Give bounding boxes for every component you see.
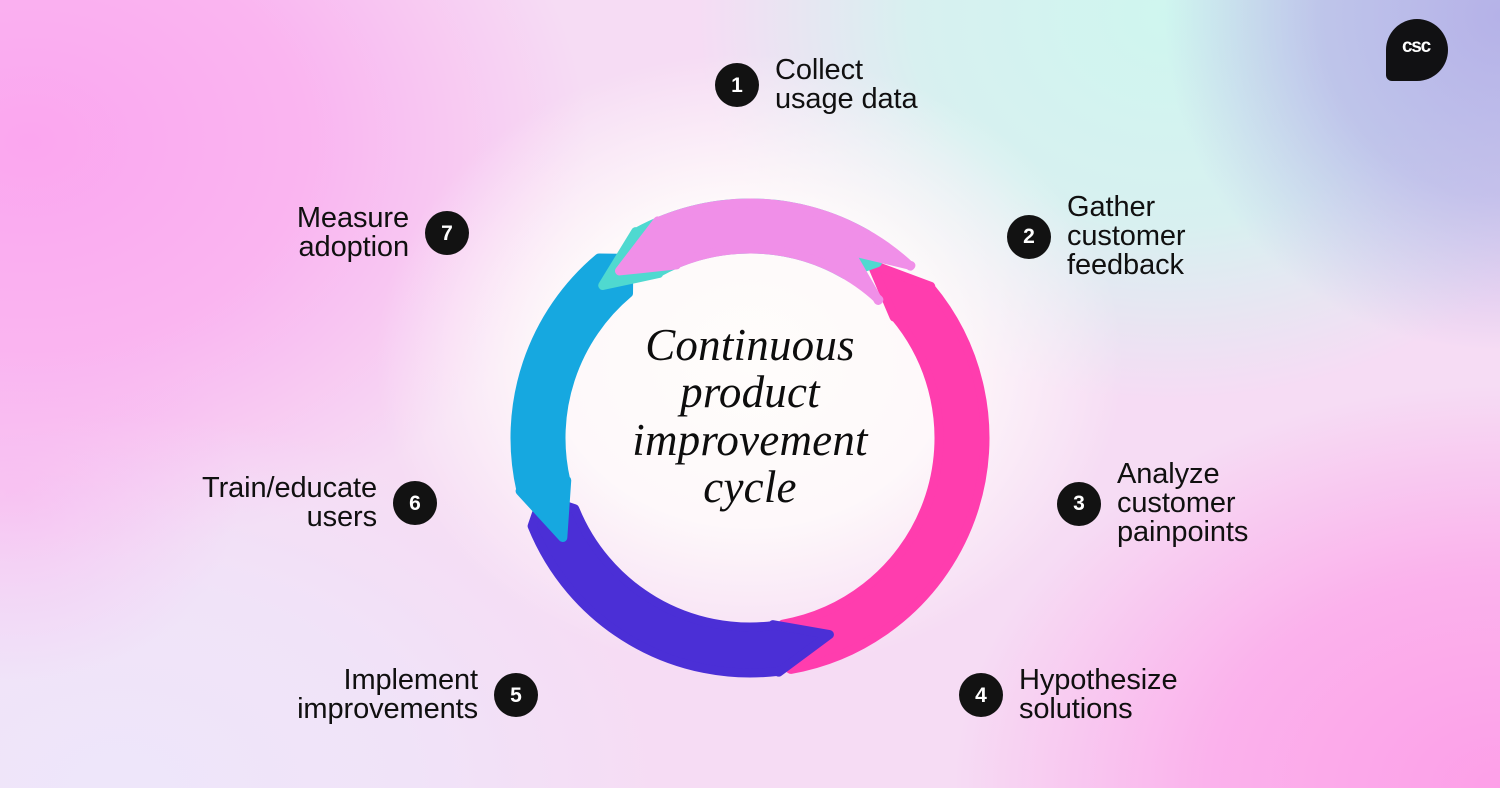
step-2[interactable]: 2 Gather customer feedback <box>1007 191 1186 281</box>
step-5-label: Implement improvements <box>297 664 478 725</box>
step-4[interactable]: 4 Hypothesize solutions <box>959 666 1178 724</box>
arrow-cyan <box>510 253 634 543</box>
step-2-label: Gather customer feedback <box>1067 191 1186 281</box>
step-5[interactable]: Implement improvements 5 <box>297 666 538 724</box>
csc-logo[interactable]: csc <box>1386 19 1448 81</box>
step-6[interactable]: Train/educate users 6 <box>202 474 437 532</box>
arrow-pink <box>760 259 990 674</box>
step-3-badge: 3 <box>1057 481 1101 526</box>
step-7[interactable]: Measure adoption 7 <box>297 204 469 262</box>
step-2-badge: 2 <box>1007 214 1051 259</box>
step-6-label: Train/educate users <box>202 472 377 533</box>
step-6-badge: 6 <box>393 481 437 525</box>
cycle-center-title: Continuous product improvement cycle <box>632 320 868 512</box>
csc-logo-text: csc <box>1401 36 1431 57</box>
step-4-badge: 4 <box>959 673 1003 717</box>
arrow-purple <box>527 493 834 678</box>
step-3[interactable]: 3 Analyze customer painpoints <box>1057 460 1248 547</box>
step-3-label: Analyze customer painpoints <box>1117 458 1249 548</box>
step-5-badge: 5 <box>494 673 538 717</box>
arrow-light-pink <box>614 198 916 305</box>
step-1[interactable]: 1 Collect usage data <box>715 56 918 114</box>
step-1-badge: 1 <box>715 63 759 107</box>
step-4-label: Hypothesize solutions <box>1019 664 1178 725</box>
step-1-label: Collect usage data <box>775 54 918 115</box>
step-7-badge: 7 <box>425 211 469 255</box>
step-7-label: Measure adoption <box>296 202 409 263</box>
